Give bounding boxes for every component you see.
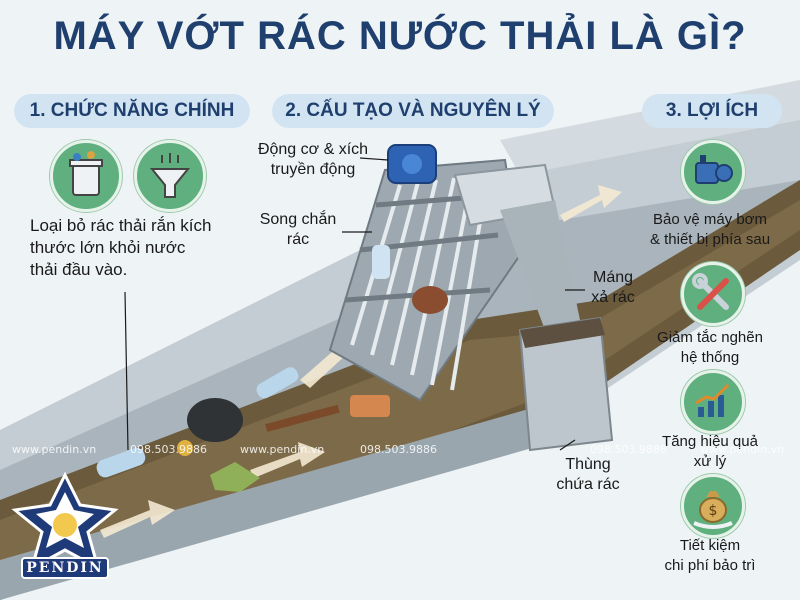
label-bar-screen: Song chắn rác [248,210,348,250]
page-title: MÁY VỚT RÁC NƯỚC THẢI LÀ GÌ? [53,14,747,58]
label-line: Song chắn [259,211,337,228]
label-line: xả rác [591,289,635,306]
benefit-reduce-clogging: Giảm tắc nghẽn hệ thống [630,328,790,368]
benefit-line: chi phí bảo trì [664,557,756,574]
label-discharge-chute: Máng xả rác [578,268,648,308]
label-waste-bin: Thùng chứa rác [538,455,638,495]
pump-icon [681,140,745,204]
wrench-screwdriver-icon [681,262,745,326]
label-line: rác [286,231,310,248]
label-line: chứa rác [556,476,620,493]
section-header-benefits: 3. LỢI ÍCH [642,94,782,128]
watermark-url: www.pendin.vn [240,443,325,456]
watermark-url: www.pendin.vn [700,443,785,456]
bar-screen-machine [328,144,614,452]
benefit-line: Bảo vệ máy bơm [652,211,768,228]
watermark-phone: 098.503.9886 [130,443,207,456]
watermark-phone: 098.503.9886 [360,443,437,456]
growth-chart-icon [681,370,745,434]
benefit-line: & thiết bị phía sau [649,231,771,248]
filter-funnel-icon [134,140,206,212]
benefit-line: Giảm tắc nghẽn [657,329,763,346]
benefit-protect-pump: Bảo vệ máy bơm & thiết bị phía sau [630,210,790,250]
benefit-line: Tăng hiệu quả [662,433,758,450]
benefit-save-maintenance: Tiết kiệm chi phí bảo trì [630,536,790,576]
label-line: Thùng [565,456,611,473]
benefit-line: xử lý [693,453,727,470]
function-description: Loại bỏ rác thải rắn kích thước lớn khỏi… [30,215,240,281]
label-line: truyền động [270,161,356,178]
pendin-logo: PENDIN [10,470,120,590]
function-line: thước lớn khỏi nước [30,238,186,257]
watermark-url: www.pendin.vn [12,443,97,456]
logo-text: PENDIN [26,560,104,576]
floating-debris [96,367,390,492]
function-line: thải đầu vào. [30,260,128,279]
benefit-line: hệ thống [680,349,740,366]
benefit-line: Tiết kiệm [679,537,741,554]
section-header-function: 1. CHỨC NĂNG CHÍNH [14,94,250,128]
benefit-increase-efficiency: Tăng hiệu quả xử lý [630,432,790,472]
money-bag-icon: $ [681,474,745,538]
section-header-structure: 2. CẤU TẠO VÀ NGUYÊN LÝ [272,94,554,128]
label-motor-chain: Động cơ & xích truyền động [248,140,378,180]
trash-bin-icon [50,140,122,212]
label-line: Máng [592,269,634,286]
label-line: Động cơ & xích [257,141,369,158]
svg-text:$: $ [709,503,718,519]
function-line: Loại bỏ rác thải rắn kích [30,216,212,235]
watermark-phone: 098.503.9886 [590,443,667,456]
